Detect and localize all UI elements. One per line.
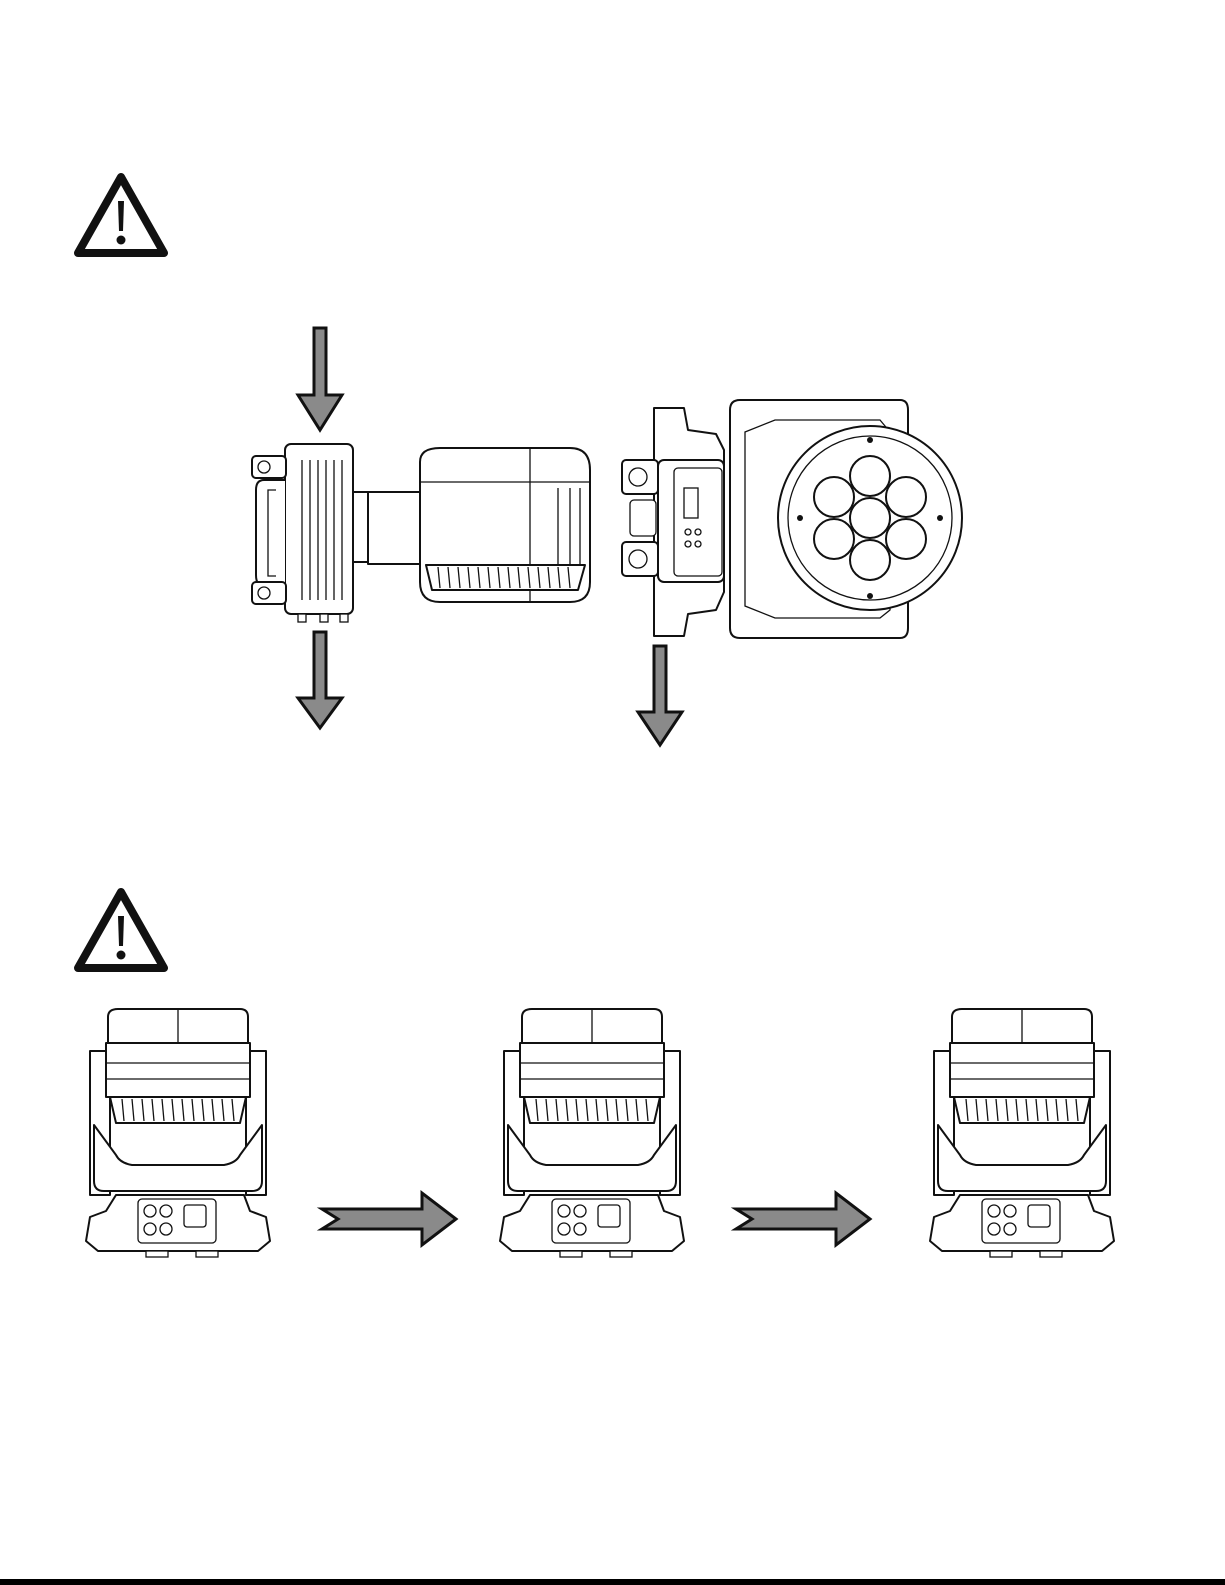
down-arrow [298,632,342,728]
warning-triangle-icon [74,173,168,257]
figure-1-fixture-orientation [240,320,980,750]
front-view-fixture [930,1009,1114,1257]
side-view-fixture [252,444,590,622]
back-view-fixture [622,400,962,638]
down-arrow [638,646,682,745]
down-arrow [298,328,342,430]
warning-triangle-icon [74,888,168,972]
right-arrow [736,1193,870,1245]
front-view-fixture [86,1009,270,1257]
figure-2-fixture-sequence [80,1005,1150,1265]
page-bottom-rule [0,1579,1225,1585]
front-view-fixture [500,1009,684,1257]
right-arrow [322,1193,456,1245]
